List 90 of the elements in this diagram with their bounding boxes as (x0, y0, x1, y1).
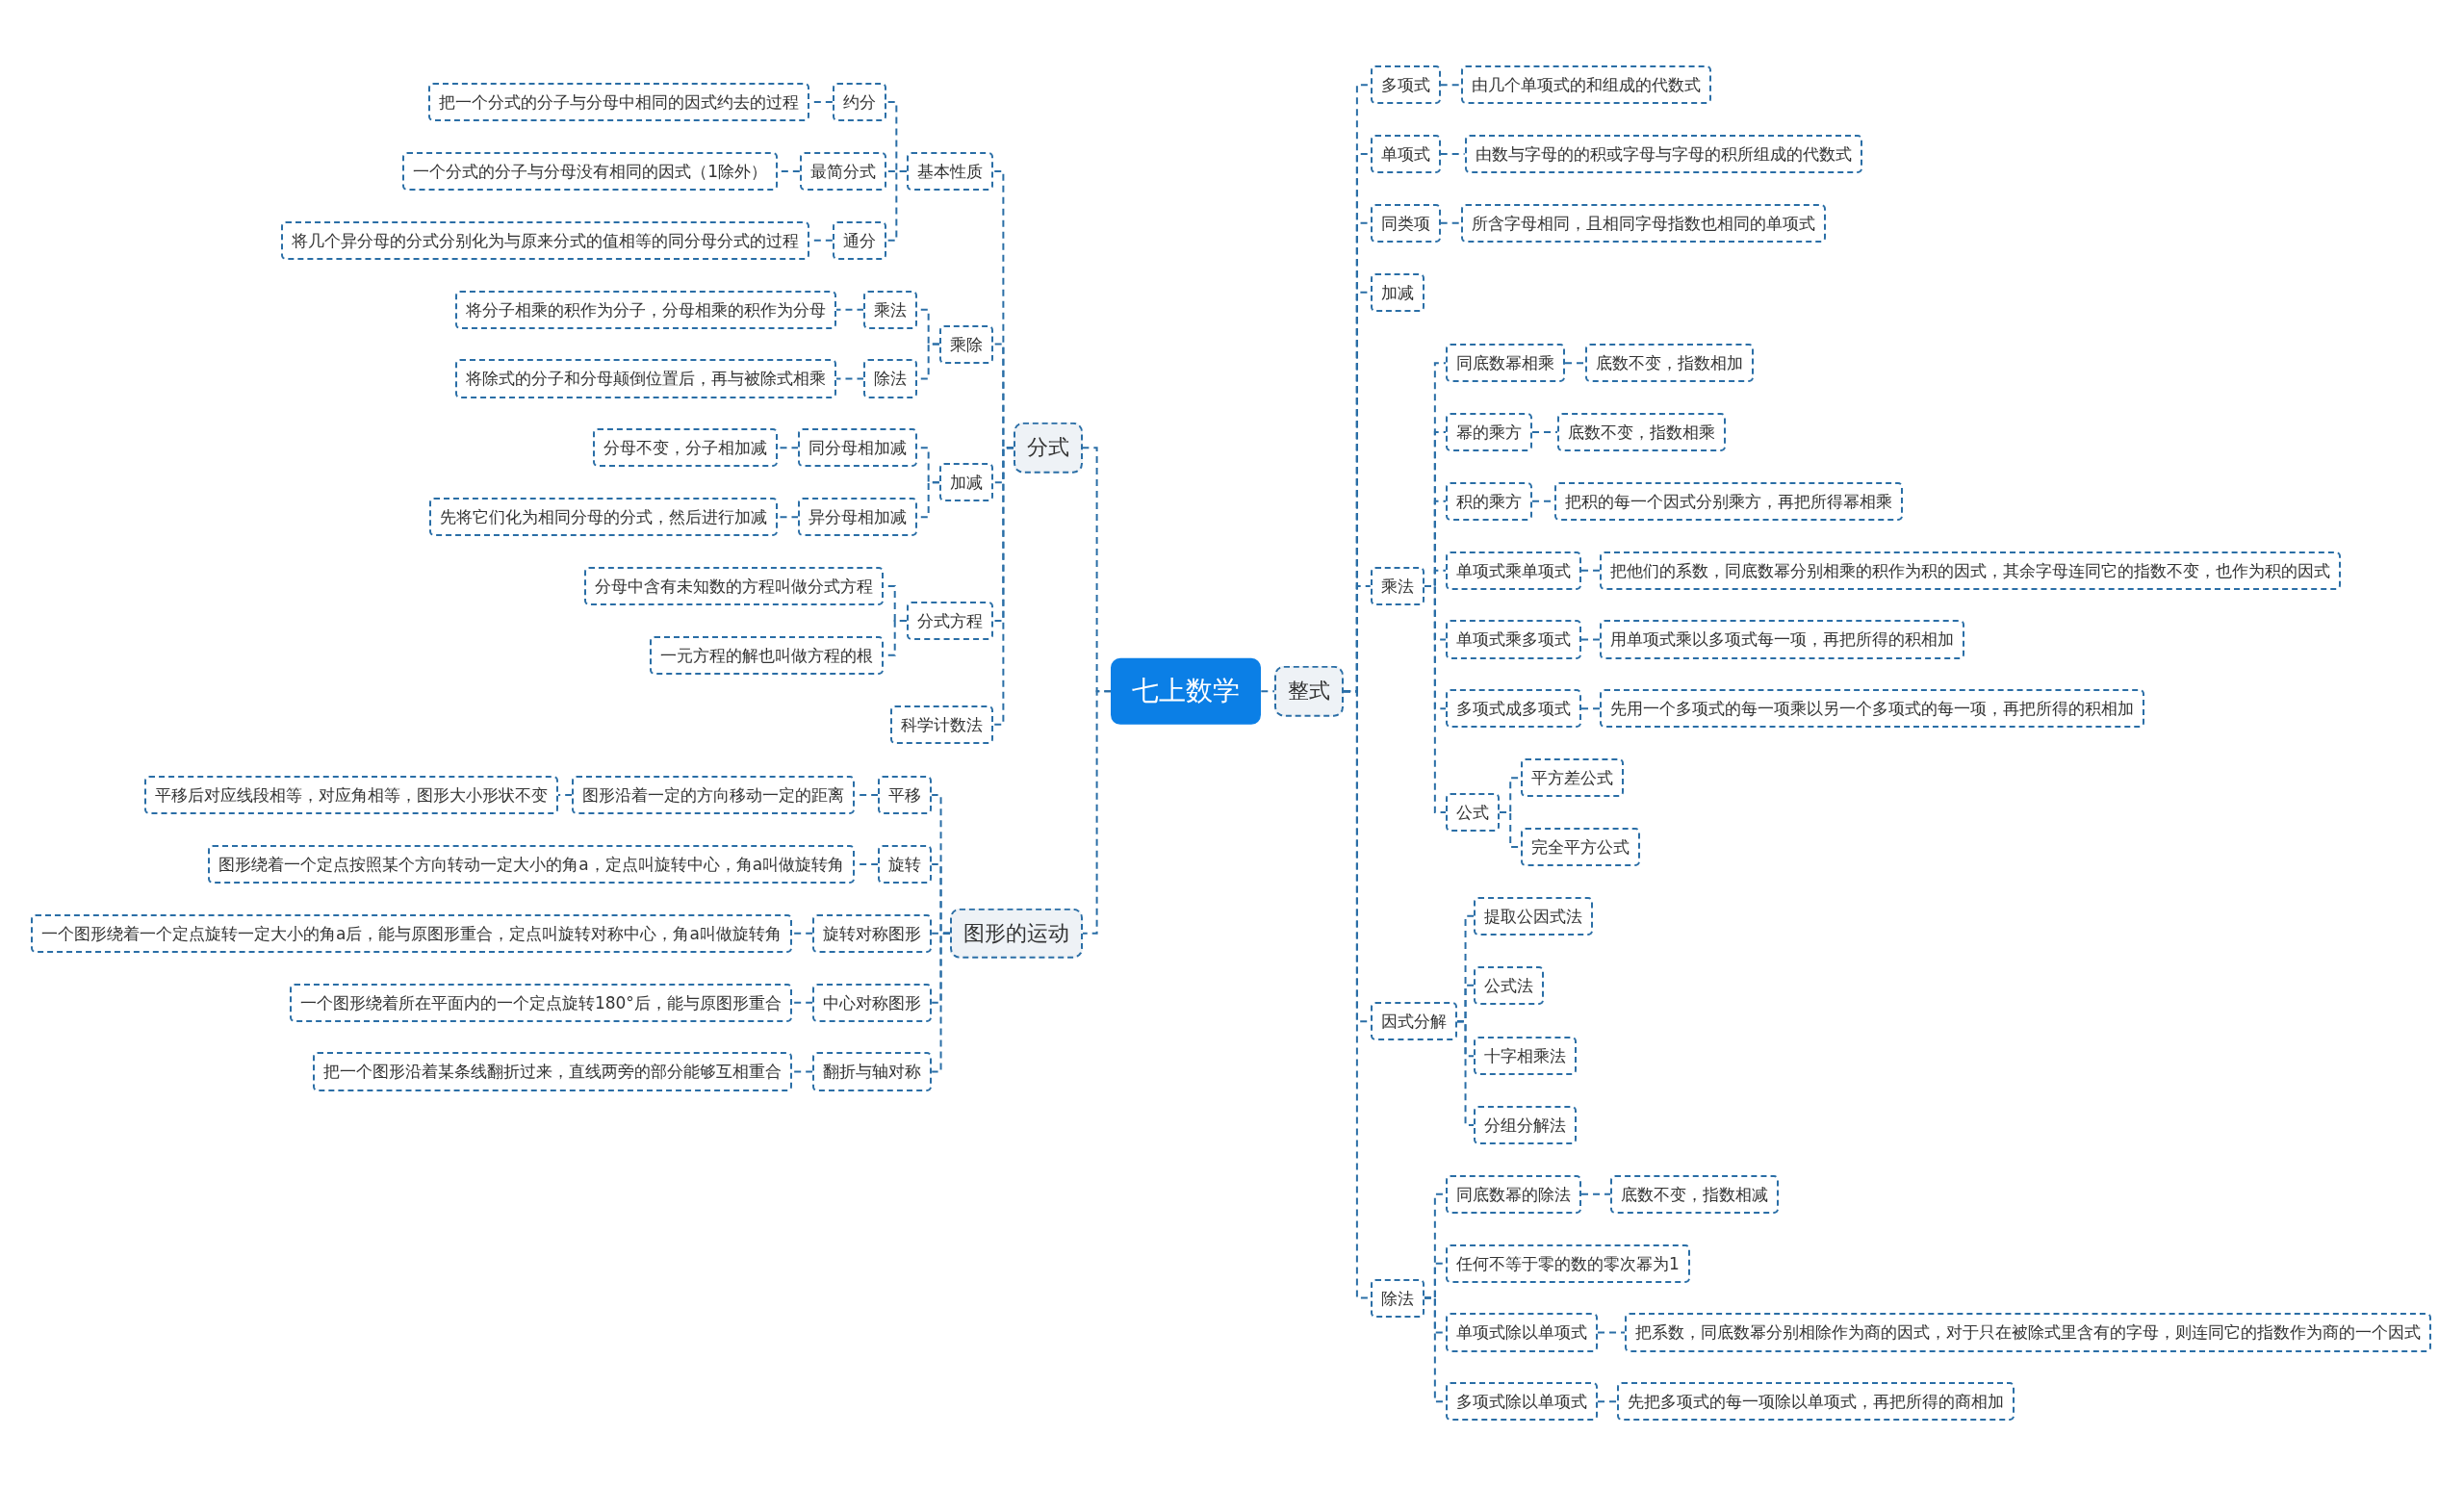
subtopic-box: 同底数幂相乘 (1446, 344, 1566, 383)
subtopic-box: 十字相乘法 (1474, 1037, 1578, 1076)
subtopic-box: 底数不变，指数相乘 (1556, 412, 1726, 451)
subtopic-box: 将几个异分母的分式分别化为与原来分式的值相等的同分母分式的过程 (280, 220, 809, 260)
subtopic-box: 把他们的系数，同底数幂分别相乘的积作为积的因式，其余字母连同它的指数不变，也作为积的因式 (1600, 551, 2342, 590)
subtopic-box: 图形绕着一个定点按照某个方向转动一定大小的角a，定点叫旋转中心，角a叫做旋转角 (208, 844, 856, 884)
subtopic-box: 把一个分式的分子与分母中相同的因式约去的过程 (427, 83, 809, 122)
subtopic-box: 除法 (863, 359, 918, 398)
subtopic-box: 旋转对称图形 (812, 913, 933, 953)
subtopic-box: 多项式成多项式 (1446, 689, 1582, 729)
subtopic-box: 一个分式的分子与分母没有相同的因式（1除外） (402, 151, 779, 191)
subtopic-box: 由几个单项式的和组成的代数式 (1461, 65, 1712, 105)
subtopic-box: 底数不变，指数相加 (1585, 344, 1755, 383)
subtopic-box: 基本性质 (906, 151, 993, 191)
subtopic-box: 同分母相加减 (798, 428, 918, 468)
subtopic-box: 单项式乘单项式 (1446, 551, 1582, 590)
connector-line (1580, 638, 1602, 641)
subtopic-box: 一个图形绕着一个定点旋转一定大小的角a后，能与原图形重合，定点叫旋转对称中心，角a叫做旋转角 (31, 913, 792, 953)
subtopic-box: 乘法 (863, 290, 918, 329)
connector-line (834, 377, 865, 380)
connector-line (1597, 1400, 1618, 1403)
subtopic-box: 用单项式乘以多项式每一项，再把所得的积相加 (1600, 620, 1965, 659)
connector-line (931, 932, 951, 1073)
connector-line (1260, 690, 1276, 693)
subtopic-box: 因式分解 (1370, 1002, 1457, 1041)
subtopic-box: 加减 (1370, 272, 1424, 312)
subtopic-box: 异分母相加减 (798, 498, 918, 537)
subtopic-box: 把积的每一个因式分别乘方，再把所得幂相乘 (1553, 481, 1903, 521)
subtopic-box: 平移 (878, 776, 933, 815)
connector-line (1455, 1020, 1476, 1126)
subtopic-box: 多项式 (1370, 65, 1441, 105)
connector-line (1423, 584, 1448, 814)
subtopic-box: 一元方程的解也叫做方程的根 (649, 635, 884, 675)
subtopic-box: 提取公因式法 (1474, 896, 1594, 936)
subtopic-box: 分母不变，分子相加减 (593, 428, 779, 468)
subtopic-box: 平方差公式 (1521, 758, 1625, 798)
subtopic-box: 平移后对应线段相等，对应角相等，图形大小形状不变 (143, 776, 558, 815)
connector-line (777, 516, 800, 519)
subtopic-box: 乘除 (938, 324, 993, 364)
subtopic-box: 最简分式 (799, 151, 886, 191)
subtopic-box: 单项式 (1370, 134, 1441, 174)
subtopic-box: 先将它们化为相同分母的分式，然后进行加减 (429, 498, 779, 537)
main-topic-box: 整式 (1274, 666, 1345, 717)
subtopic-box: 所含字母相同，且相同字母指数也相同的单项式 (1461, 203, 1827, 243)
connector-line (1531, 430, 1558, 433)
connector-line (1081, 690, 1113, 935)
subtopic-box: 多项式除以单项式 (1446, 1382, 1599, 1422)
connector-line (777, 447, 800, 449)
subtopic-box: 除法 (1370, 1278, 1424, 1318)
subtopic-box: 把一个图形沿着某条线翻折过来，直线两旁的部分能够互相重合 (312, 1052, 792, 1091)
connector-line (834, 308, 865, 311)
subtopic-box: 乘法 (1370, 566, 1424, 605)
subtopic-box: 先用一个多项式的每一项乘以另一个多项式的每一项，再把所得的积相加 (1600, 689, 2145, 729)
main-topic-box: 图形的运动 (949, 908, 1083, 960)
subtopic-box: 同类项 (1370, 203, 1441, 243)
subtopic-box: 幂的乘方 (1446, 412, 1533, 451)
connector-line (1597, 1331, 1627, 1334)
subtopic-box: 约分 (832, 83, 886, 122)
subtopic-box: 单项式除以单项式 (1446, 1313, 1599, 1352)
subtopic-box: 公式法 (1474, 965, 1545, 1005)
subtopic-box: 分式方程 (906, 601, 993, 640)
subtopic-box: 把系数，同底数幂分别相除作为商的因式，对于只在被除式里含有的字母，则连同它的指数作为商的一个因式 (1625, 1313, 2432, 1352)
subtopic-box: 底数不变，指数相减 (1610, 1174, 1780, 1214)
subtopic-box: 由数与字母的的积或字母与字母的积所组成的代数式 (1464, 134, 1862, 174)
subtopic-box: 旋转 (878, 844, 933, 884)
connector-line (991, 447, 1014, 726)
subtopic-box: 加减 (938, 463, 993, 502)
subtopic-box: 图形沿着一定的方向移动一定的距离 (572, 776, 856, 815)
subtopic-box: 将除式的分子和分母颠倒位置后，再与被除式相乘 (454, 359, 836, 398)
main-topic-box: 分式 (1013, 423, 1083, 474)
subtopic-box: 科学计数法 (889, 705, 993, 744)
central-topic: 七上数学 (1111, 658, 1262, 725)
subtopic-box: 单项式乘多项式 (1446, 620, 1582, 659)
subtopic-box: 分母中含有未知数的方程叫做分式方程 (583, 566, 884, 605)
subtopic-box: 先把多项式的每一项除以单项式，再把所得的商相加 (1617, 1382, 2015, 1422)
subtopic-box: 将分子相乘的积作为分子，分母相乘的积作为分母 (454, 290, 836, 329)
subtopic-box: 分组分解法 (1474, 1105, 1578, 1144)
subtopic-box: 公式 (1446, 793, 1501, 833)
subtopic-box: 翻折与轴对称 (812, 1052, 933, 1091)
subtopic-box: 中心对称图形 (812, 983, 933, 1022)
subtopic-box: 一个图形绕着所在平面内的一个定点旋转180°后，能与原图形重合 (289, 983, 792, 1022)
connector-line (1580, 569, 1602, 572)
subtopic-box: 任何不等于零的数的零次幂为1 (1446, 1243, 1690, 1283)
connector-line (1580, 707, 1602, 710)
subtopic-box: 通分 (832, 220, 886, 260)
connector-line (1580, 1192, 1612, 1195)
subtopic-box: 完全平方公式 (1521, 827, 1641, 867)
subtopic-box: 同底数幂的除法 (1446, 1174, 1582, 1214)
connector-line (556, 794, 574, 797)
subtopic-box: 积的乘方 (1446, 481, 1533, 521)
